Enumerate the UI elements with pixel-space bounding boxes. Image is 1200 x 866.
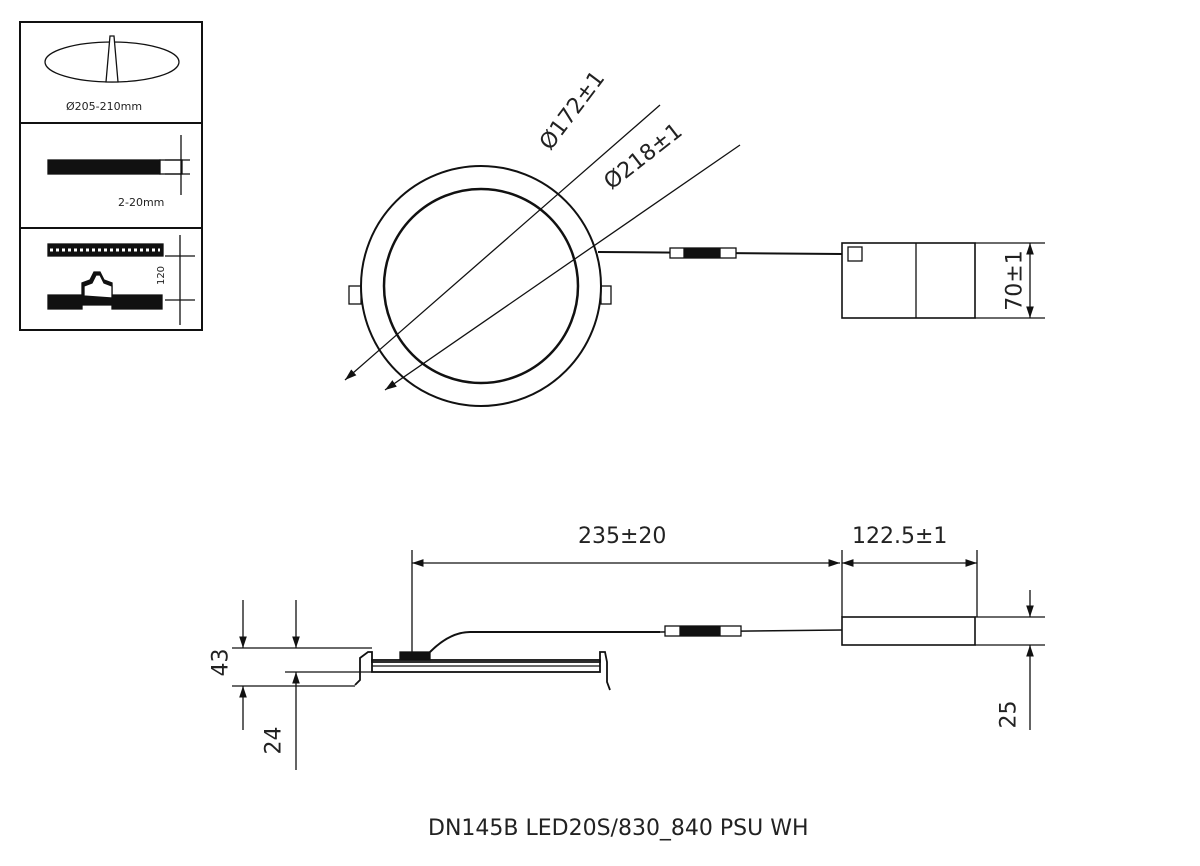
ceiling-thickness-label: 2-20mm <box>118 196 165 209</box>
driver-height-label: 25 <box>996 700 1022 729</box>
driver-width-label: 70±1 <box>1002 250 1028 311</box>
installation-legend <box>19 21 203 331</box>
top-view <box>344 104 1045 407</box>
driver-length-label: 122.5±1 <box>852 524 948 549</box>
recessed-height-label: 24 <box>261 726 287 755</box>
insulation-clearance-label: 120 <box>156 265 168 286</box>
product-name: DN145B LED20S/830_840 PSU WH <box>428 816 809 841</box>
side-view <box>232 550 1045 770</box>
cable-length-label: 235±20 <box>578 524 667 549</box>
cutout-label: Ø205-210mm <box>66 100 143 113</box>
total-height-label: 43 <box>208 648 234 677</box>
